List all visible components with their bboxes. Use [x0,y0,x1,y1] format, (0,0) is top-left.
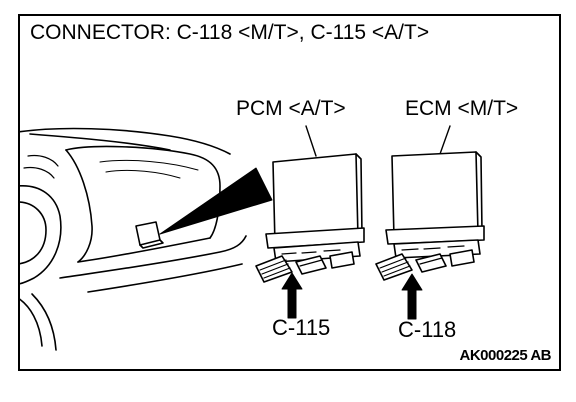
instrument-panel-drawing [20,127,247,351]
diagram-frame: CONNECTOR: C-118 <M/T>, C-115 <A/T> PCM … [18,14,561,371]
c115-arrow [281,272,303,319]
pcm-label: PCM <A/T> [236,97,346,120]
connector-heading: CONNECTOR: C-118 <M/T>, C-115 <A/T> [30,21,430,44]
ecm-label: ECM <M/T> [405,97,519,120]
connector-location-illustration [20,125,485,351]
c118-connector-label: C-118 [398,317,457,342]
pcm-module-drawing [255,125,365,283]
c118-arrow [401,273,423,320]
c115-connector-label: C-115 [272,315,331,340]
ecm-module-drawing [375,125,485,281]
figure-id: AK000225 AB [459,347,552,364]
callout-wedge [159,167,273,235]
